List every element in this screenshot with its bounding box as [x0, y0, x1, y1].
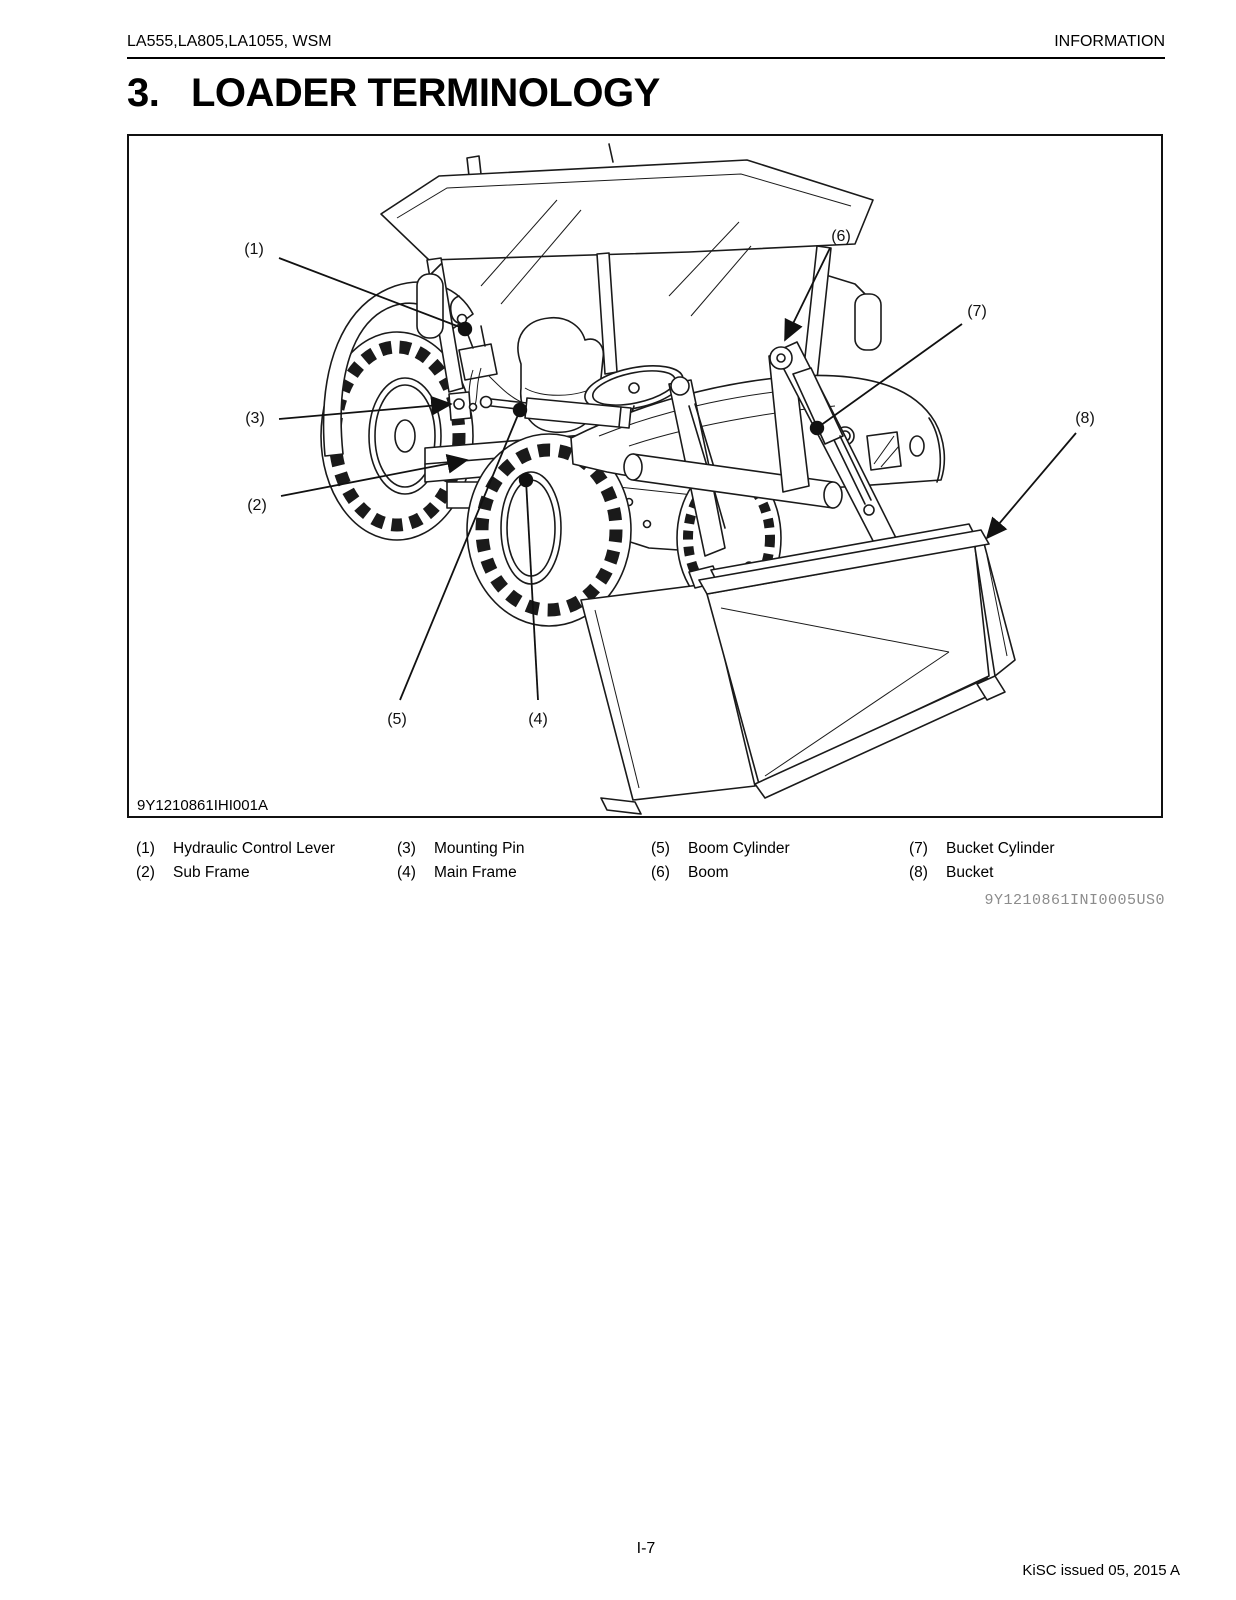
leader-3: [278, 395, 453, 420]
legend-label: Hydraulic Control Lever: [173, 840, 335, 857]
header-rule: [127, 57, 1165, 59]
legend-item: (8) Bucket: [909, 864, 1165, 882]
legend-item: (4) Main Frame: [397, 864, 651, 882]
legend-num: (8): [909, 864, 928, 881]
mounting-pin: [453, 398, 478, 412]
legend-label: Boom: [688, 864, 729, 881]
issue-note: KiSC issued 05, 2015 A: [1022, 1562, 1180, 1579]
legend: (1) Hydraulic Control Lever (2) Sub Fram…: [127, 840, 1165, 882]
callout-leaders: [278, 247, 1077, 701]
leader-2: [280, 454, 469, 497]
header-section: INFORMATION: [1054, 33, 1165, 50]
legend-label: Bucket: [946, 864, 994, 881]
bucket-cylinder: [792, 367, 875, 516]
legend-num: (4): [397, 864, 416, 881]
leader-7: [809, 323, 963, 436]
leader-4: [518, 472, 539, 701]
legend-item: (1) Hydraulic Control Lever: [136, 840, 397, 858]
figure-panel: (1) (2) (3) (4) (5) (6) (7) (8) 9Y121086…: [127, 134, 1163, 818]
legend-num: (5): [651, 840, 670, 857]
page-content: LA555,LA805,LA1055, WSM INFORMATION 3. LO…: [127, 0, 1165, 909]
header-model-code: LA555,LA805,LA1055, WSM: [127, 33, 332, 50]
section-title-text: LOADER TERMINOLOGY: [191, 71, 660, 115]
legend-column-3: (5) Boom Cylinder (6) Boom: [651, 840, 909, 882]
legend-num: (7): [909, 840, 928, 857]
cab: [380, 143, 882, 399]
legend-label: Bucket Cylinder: [946, 840, 1055, 857]
legend-item: (2) Sub Frame: [136, 864, 397, 882]
cross-tube: [623, 453, 843, 509]
callout-2: (2): [247, 497, 267, 514]
section-number: 3.: [127, 71, 160, 115]
callout-5: (5): [387, 711, 407, 728]
callout-4: (4): [528, 711, 548, 728]
doc-code: 9Y1210861INI0005US0: [984, 892, 1165, 909]
section-title: 3. LOADER TERMINOLOGY: [127, 71, 1165, 116]
headlight: [909, 435, 925, 457]
page-number: I-7: [636, 1540, 656, 1557]
legend-item: (5) Boom Cylinder: [651, 840, 909, 858]
figure-id: 9Y1210861IHI001A: [137, 797, 274, 814]
callout-6: (6): [831, 228, 851, 245]
legend-item: (6) Boom: [651, 864, 909, 882]
callout-8: (8): [1075, 410, 1095, 427]
legend-num: (1): [136, 840, 155, 857]
leader-5: [399, 402, 528, 701]
leader-8: [985, 432, 1077, 540]
leader-1: [278, 257, 473, 337]
legend-num: (3): [397, 840, 416, 857]
legend-label: Boom Cylinder: [688, 840, 790, 857]
bucket: [580, 523, 1016, 815]
legend-column-4: (7) Bucket Cylinder (8) Bucket: [909, 840, 1165, 882]
legend-label: Main Frame: [434, 864, 517, 881]
callout-7: (7): [967, 303, 987, 320]
legend-column-1: (1) Hydraulic Control Lever (2) Sub Fram…: [136, 840, 397, 882]
loader-diagram: (1) (2) (3) (4) (5) (6) (7) (8): [244, 143, 1095, 815]
callout-1: (1): [244, 241, 264, 258]
left-mirror: [416, 273, 444, 339]
legend-num: (6): [651, 864, 670, 881]
legend-num: (2): [136, 864, 155, 881]
page-header: LA555,LA805,LA1055, WSM INFORMATION: [127, 0, 1165, 51]
legend-item: (3) Mounting Pin: [397, 840, 651, 858]
legend-label: Sub Frame: [173, 864, 250, 881]
front-wheel: [466, 433, 632, 627]
legend-item: (7) Bucket Cylinder: [909, 840, 1165, 858]
callout-3: (3): [245, 410, 265, 427]
callout-labels: (1) (2) (3) (4) (5) (6) (7) (8): [244, 228, 1095, 728]
legend-label: Mounting Pin: [434, 840, 525, 857]
leader-6: [784, 247, 831, 342]
legend-column-2: (3) Mounting Pin (4) Main Frame: [397, 840, 651, 882]
right-mirror: [854, 293, 882, 351]
